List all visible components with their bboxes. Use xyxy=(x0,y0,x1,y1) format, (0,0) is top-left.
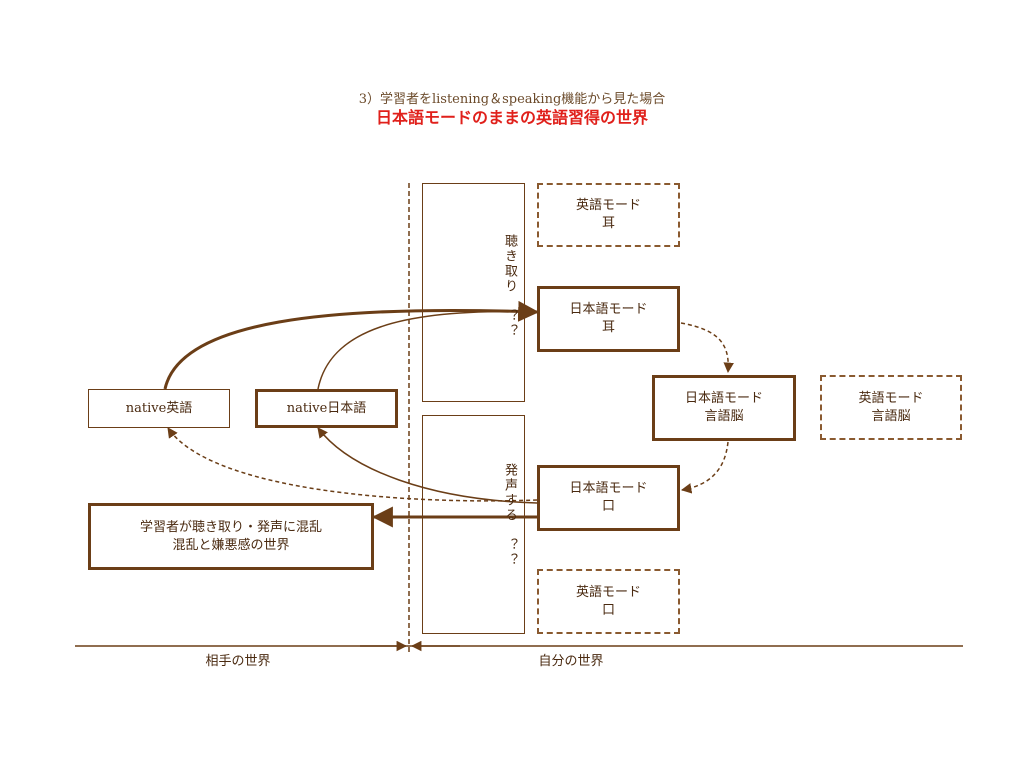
box-line: 日本語モード xyxy=(569,302,648,317)
arrow-native-japanese-to-jp-ear xyxy=(317,310,538,390)
box-line: 英語モード xyxy=(858,390,924,406)
learner-confusion-box: 学習者が聴き取り・発声に混乱 混乱と嫌悪感の世界 xyxy=(88,503,374,570)
english-mode-ear-box: 英語モード 耳 xyxy=(537,183,680,247)
box-line: 混乱と嫌悪感の世界 xyxy=(172,537,290,553)
arrow-jp-mouth-to-native-japanese xyxy=(317,427,538,504)
speaking-label: 発声する ？？ xyxy=(502,463,517,568)
box-line: 日本語モード xyxy=(569,481,648,496)
self-world-label: 自分の世界 xyxy=(538,654,604,669)
box-line: 口 xyxy=(601,602,615,618)
box-line: 言語脳 xyxy=(704,409,744,424)
arrow-jp-brain-to-jp-mouth xyxy=(680,441,729,494)
listening-label: 聴き取り ？？ xyxy=(502,234,517,339)
arrow-native-english-to-jp-ear xyxy=(163,300,540,390)
diagram-subtitle: 3）学習者をlistening＆speaking機能から見た場合 xyxy=(358,92,666,107)
arrow-jp-ear-to-jp-brain xyxy=(680,322,734,374)
speaking-column xyxy=(422,415,525,634)
english-mode-brain-box: 英語モード 言語脳 xyxy=(820,375,962,440)
box-line: 言語脳 xyxy=(871,408,911,424)
box-line: 耳 xyxy=(601,320,615,335)
japanese-mode-mouth-box: 日本語モード 口 xyxy=(537,465,680,531)
box-line: 耳 xyxy=(601,216,615,231)
japanese-mode-brain-box: 日本語モード 言語脳 xyxy=(652,375,796,441)
arrow-jp-mouth-to-native-english xyxy=(167,427,538,502)
box-label: native日本語 xyxy=(286,400,367,416)
native-japanese-box: native日本語 xyxy=(255,389,398,428)
box-line: 学習者が聴き取り・発声に混乱 xyxy=(139,519,322,535)
box-line: 口 xyxy=(601,499,615,514)
box-label: native英語 xyxy=(125,400,193,416)
japanese-mode-ear-box: 日本語モード 耳 xyxy=(537,286,680,352)
listening-column xyxy=(422,183,525,402)
box-line: 英語モード xyxy=(575,198,641,213)
other-world-label: 相手の世界 xyxy=(205,654,271,669)
diagram-title: 日本語モードのままの英語習得の世界 xyxy=(375,108,648,127)
box-line: 英語モード xyxy=(575,584,641,600)
english-mode-mouth-box: 英語モード 口 xyxy=(537,569,680,634)
box-line: 日本語モード xyxy=(684,391,763,406)
native-english-box: native英語 xyxy=(88,389,230,428)
